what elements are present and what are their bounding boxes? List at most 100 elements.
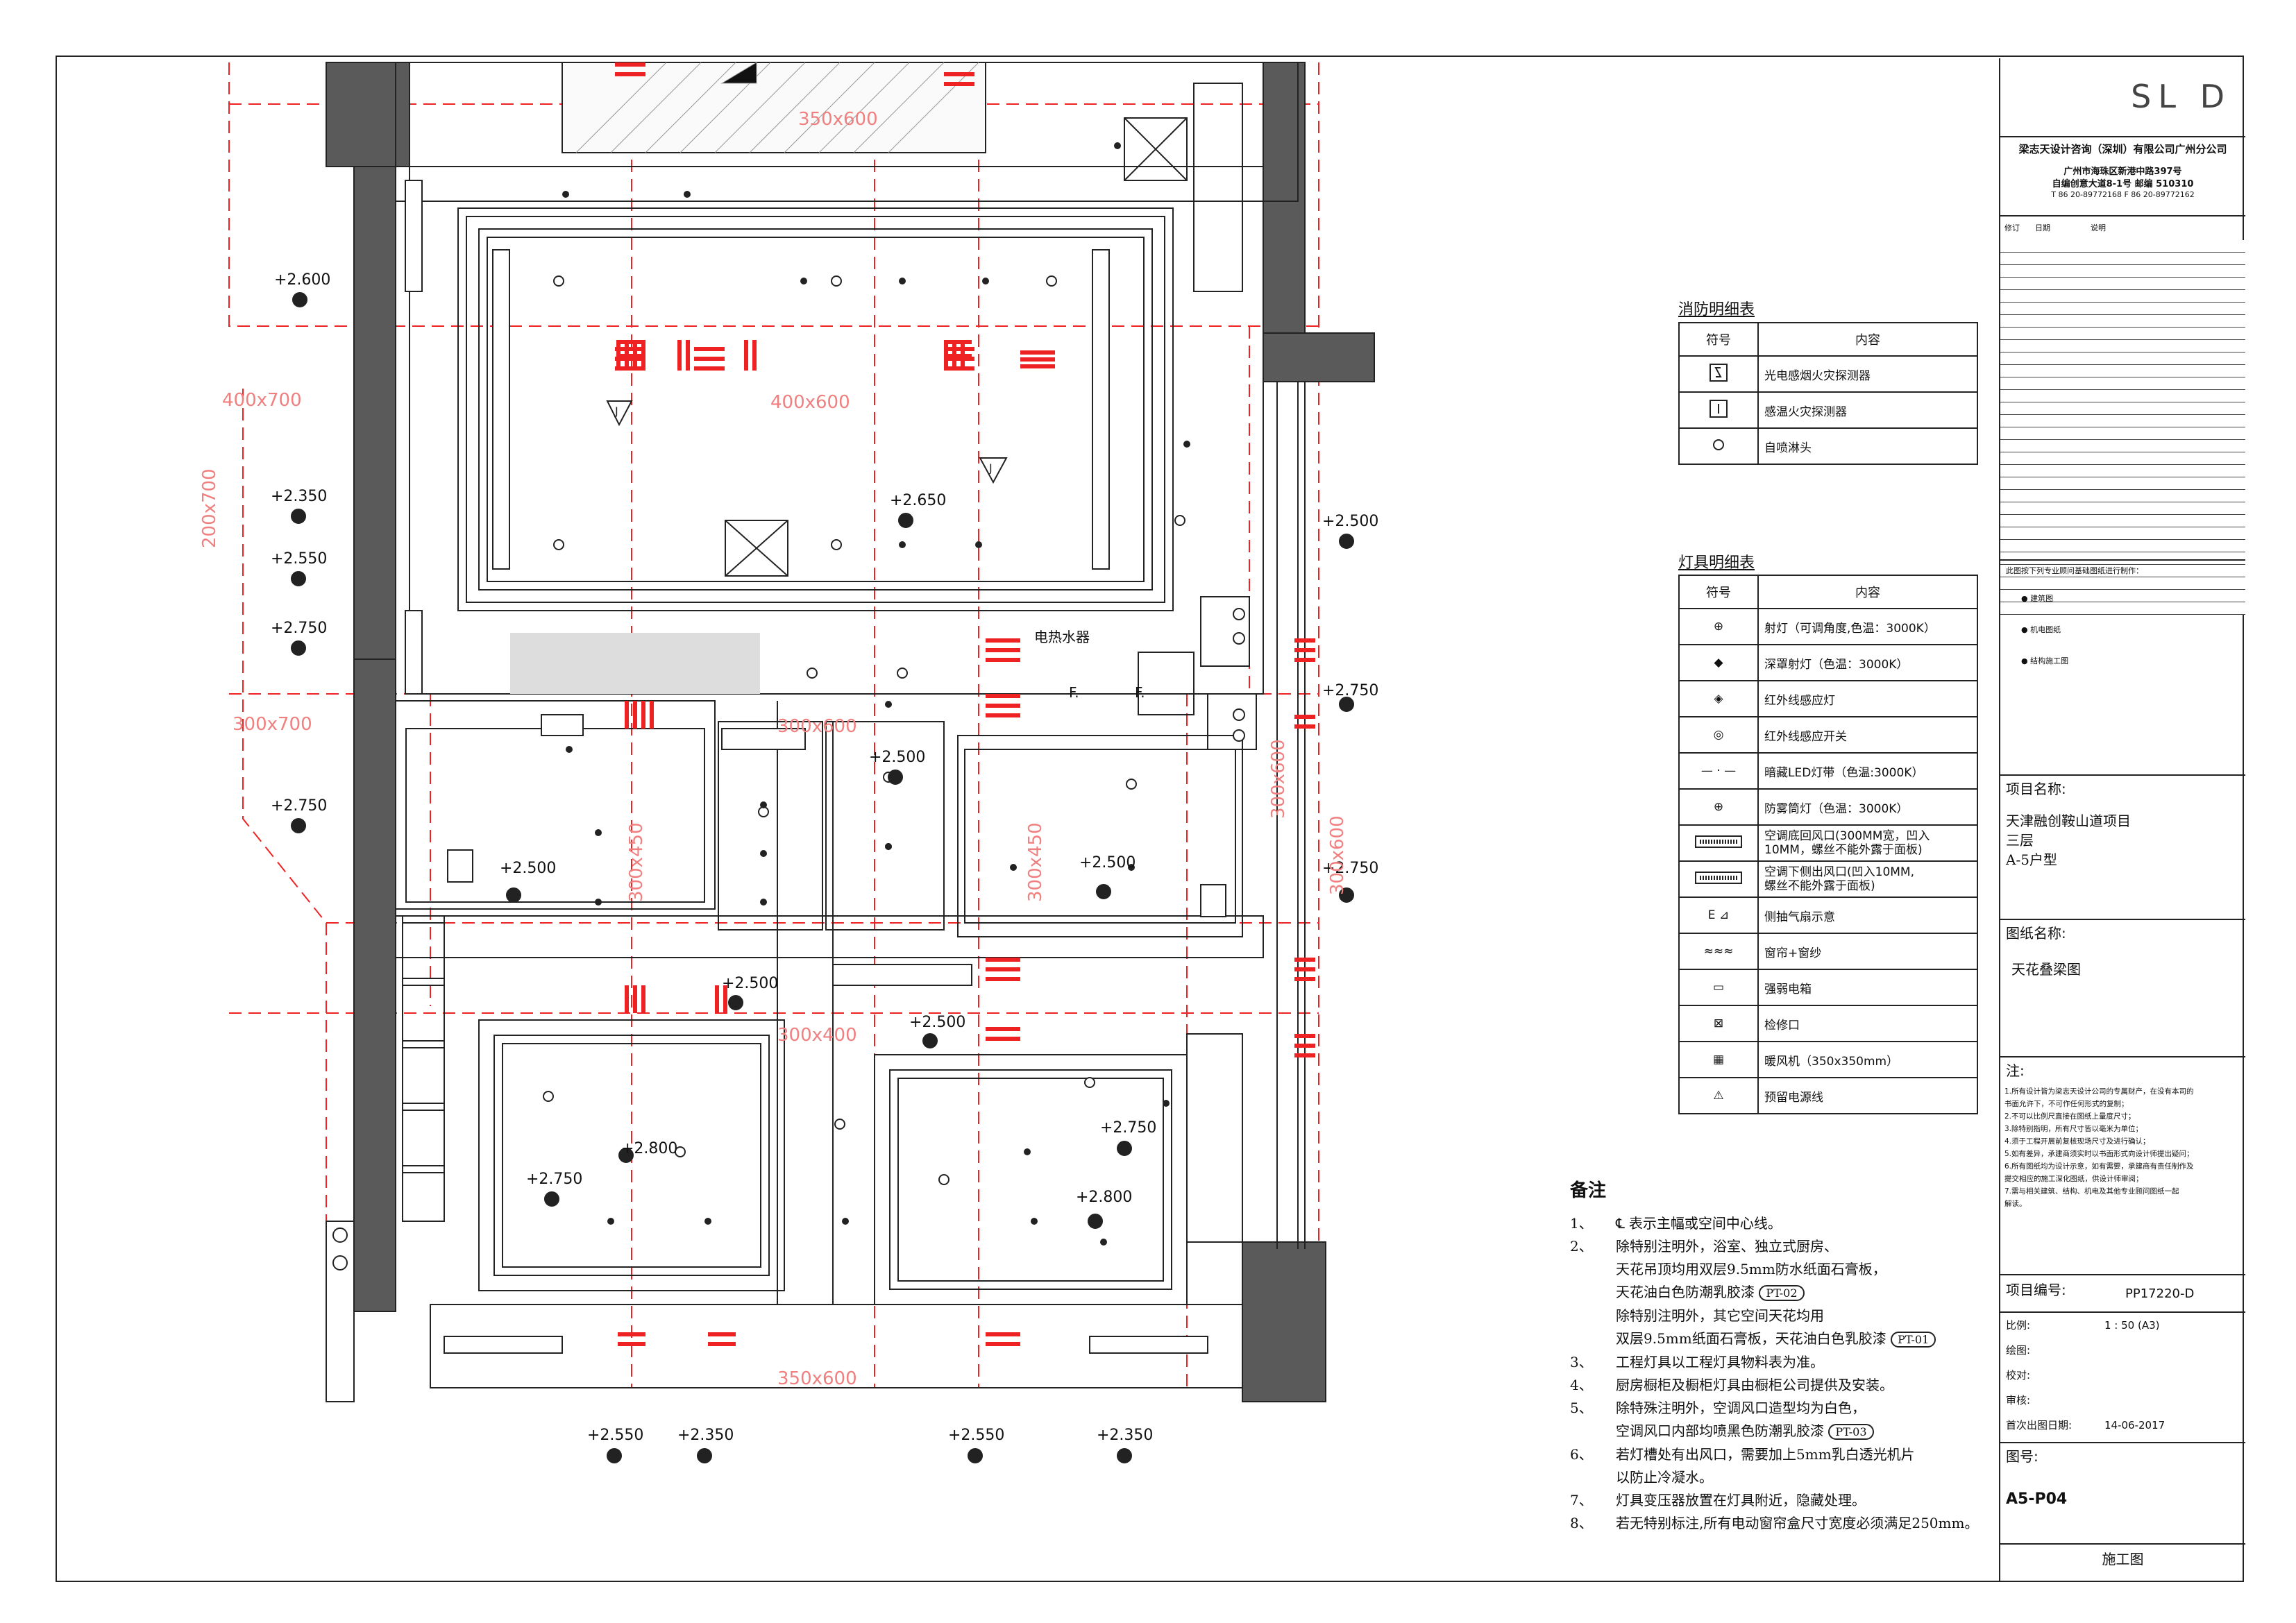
project-name-2: 三层: [2006, 832, 2034, 849]
access-panels: [725, 117, 1188, 577]
project-code: PP17220-D: [2125, 1286, 2195, 1301]
fire-legend-row: 光电感烟火灾探测器: [1757, 355, 1978, 393]
remark-item: 天花吊顶均用双层9.5mm防水纸面石膏板，: [1616, 1261, 1886, 1277]
drawing-name: 天花叠梁图: [2011, 961, 2081, 978]
rev-date-col: 日期: [2035, 223, 2050, 232]
svg-text:300x600: 300x600: [1327, 815, 1348, 895]
remark-item: 4、厨房橱柜及橱柜灯具由橱柜公司提供及安装。: [1570, 1377, 1893, 1393]
sprinkler-icon: [1678, 427, 1759, 465]
remark-item: 6、若灯槽处有出风口，需要加上5mm乳白透光机片: [1570, 1446, 1915, 1463]
svg-text:+2.750: +2.750: [271, 620, 327, 637]
sheet-number: A5-P04: [2006, 1490, 2068, 1508]
svg-text:电热水器: 电热水器: [1034, 629, 1090, 645]
notes-label: 注:: [2006, 1062, 2025, 1079]
power-symbols: [606, 400, 1008, 484]
light-legend-table: 符号 内容 ⊕射灯（可调角度,色温：3000K） ◆深罩射灯（色温：3000K）…: [1678, 575, 1978, 1114]
ac-return-vent-icon: [1678, 824, 1759, 862]
consult-item: ● 结构施工图: [2021, 656, 2069, 665]
remarks: 备注 1、℄表示主幅或空间中心线。 2、除特别注明外，浴室、独立式厨房、 天花吊…: [1570, 1180, 1986, 1535]
svg-text:+2.600: +2.600: [274, 271, 330, 289]
consult-item: ● 建筑图: [2021, 594, 2054, 603]
exhaust-fan-icon: E ⊿: [1678, 897, 1759, 934]
light-legend-row: 侧抽气扇示意: [1757, 897, 1978, 934]
company-name: 梁志天设计咨询（深圳）有限公司广州分公司: [2018, 143, 2227, 155]
svg-text:300x600: 300x600: [1268, 739, 1289, 819]
svg-text:300x450: 300x450: [1025, 822, 1046, 902]
fire-legend-col-content: 内容: [1757, 322, 1978, 357]
svg-text:+2.800: +2.800: [1076, 1189, 1132, 1206]
svg-text:J: J: [614, 405, 618, 418]
fire-legend-title: 消防明细表: [1678, 301, 1755, 318]
company-logo: SL D: [2131, 78, 2231, 115]
light-legend-row: 红外线感应灯: [1757, 680, 1978, 717]
light-legend-title: 灯具明细表: [1678, 554, 1755, 572]
rev-desc-col: 说明: [2091, 223, 2106, 232]
access-panel-icon: ⊠: [1678, 1005, 1759, 1042]
svg-text:+2.500: +2.500: [1079, 854, 1136, 872]
svg-text:+2.550: +2.550: [587, 1427, 643, 1444]
svg-text:+2.350: +2.350: [677, 1427, 734, 1444]
light-legend-row: 强弱电箱: [1757, 969, 1978, 1006]
svg-text:300x700: 300x700: [233, 714, 312, 735]
svg-text:+2.550: +2.550: [948, 1427, 1004, 1444]
date-label: 首次出图日期:: [2006, 1419, 2073, 1431]
top-hatch: [562, 62, 986, 153]
remark-item: 以防止冷凝水。: [1616, 1469, 1713, 1486]
svg-text:F.: F.: [1069, 684, 1079, 701]
svg-text:+2.500: +2.500: [500, 860, 556, 877]
ac-side-vent-icon: [1678, 860, 1759, 898]
date: 14-06-2017: [2104, 1419, 2166, 1431]
drawn-label: 绘图:: [2006, 1344, 2031, 1357]
height-labels: +2.600 +2.350 +2.550 +2.750 +2.750 +2.65…: [271, 271, 1378, 1444]
notes-list: 1.所有设计皆为梁志天设计公司的专属财产，在没有本司的 书面允许下，不可作任何形…: [2004, 1087, 2194, 1208]
project-name-3: A-5户型: [2006, 851, 2057, 868]
deep-downlight-icon: ◆: [1678, 644, 1759, 681]
remark-item: 除特别注明外，其它空间天花均用: [1616, 1307, 1824, 1324]
ir-sensor-light-icon: ◈: [1678, 680, 1759, 717]
light-legend-row: 窗帘+窗纱: [1757, 933, 1978, 970]
svg-text:+2.750: +2.750: [1100, 1119, 1156, 1137]
fire-legend-col-symbol: 符号: [1678, 322, 1759, 357]
beam-marks: [615, 62, 1315, 1346]
light-legend-row: 深罩射灯（色温：3000K）: [1757, 644, 1978, 681]
sheet-border: [56, 56, 2244, 1582]
remark-item: 天花油白色防潮乳胶漆 PT-02: [1570, 1281, 1986, 1305]
remark-item: 1、℄表示主幅或空间中心线。: [1570, 1215, 1782, 1232]
fire-legend-row: 感温火灾探测器: [1757, 391, 1978, 429]
light-legend-row: 防雾筒灯（色温：3000K）: [1757, 788, 1978, 826]
svg-text:350x600: 350x600: [777, 1368, 857, 1389]
beam-labels: 350x600 400x700 400x600 200x700 300x700 …: [199, 109, 1348, 1389]
rev-col: 修订: [2004, 223, 2020, 232]
svg-text:300x450: 300x450: [626, 822, 647, 902]
svg-text:+2.750: +2.750: [1322, 860, 1378, 877]
svg-text:F.: F.: [1135, 684, 1145, 701]
curtain-icon: ≈≈≈: [1678, 933, 1759, 970]
drawing-name-label: 图纸名称:: [2006, 925, 2066, 942]
project-code-label: 项目编号:: [2006, 1282, 2066, 1298]
scale-label: 比例:: [2006, 1319, 2031, 1332]
electric-box-icon: ▭: [1678, 969, 1759, 1006]
svg-text:+2.350: +2.350: [1097, 1427, 1153, 1444]
svg-text:300x400: 300x400: [777, 1025, 857, 1046]
svg-text:+2.800: +2.800: [621, 1140, 677, 1157]
consult-item: ● 机电图纸: [2021, 625, 2061, 634]
remark-item: 7、灯具变压器放置在灯具附近，隐藏处理。: [1570, 1492, 1866, 1509]
remark-item: 2、除特别注明外，浴室、独立式厨房、: [1570, 1238, 1838, 1255]
remark-item: 双层9.5mm纸面石膏板，天花油白色乳胶漆 PT-01: [1570, 1327, 1986, 1351]
power-reserve-icon: ⚠: [1678, 1077, 1759, 1114]
remark-item: 3、工程灯具以工程灯具物料表为准。: [1570, 1354, 1824, 1370]
remarks-title: 备注: [1570, 1180, 1607, 1201]
fogproof-light-icon: ⊕: [1678, 788, 1759, 826]
remark-item: 空调风口内部均喷黑色防潮乳胶漆 PT-03: [1570, 1420, 1986, 1443]
svg-text:+2.500: +2.500: [1322, 513, 1378, 530]
light-legend-row: 空调下侧出风口(凹入10MM,螺丝不能外露于面板): [1757, 860, 1978, 898]
svg-text:+2.500: +2.500: [722, 975, 778, 992]
svg-text:J: J: [988, 461, 993, 475]
pt-tag: PT-01: [1891, 1332, 1936, 1348]
svg-text:+2.750: +2.750: [526, 1171, 582, 1188]
pt-tag: PT-02: [1759, 1285, 1805, 1301]
company-phone: T 86 20-89772168 F 86 20-89772162: [2051, 190, 2195, 199]
light-legend-row: 暖风机（350x350mm）: [1757, 1041, 1978, 1078]
svg-text:+2.750: +2.750: [271, 797, 327, 815]
